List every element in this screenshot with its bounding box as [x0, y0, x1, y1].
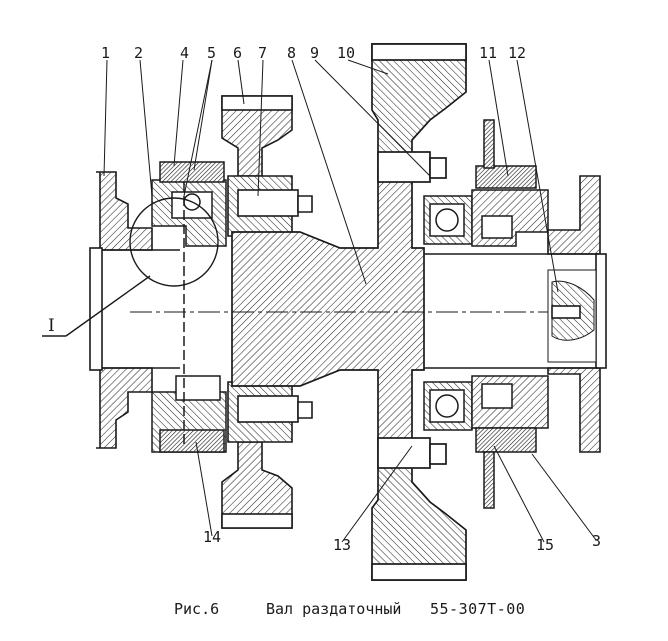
callout-15: 15 [536, 536, 554, 554]
callout-2: 2 [134, 44, 143, 62]
callout-1: 1 [101, 44, 110, 62]
main-shaft [130, 173, 600, 445]
caption-figure-number: Рис.6 [174, 600, 220, 618]
caption-code: 55-307Т-00 [430, 600, 526, 618]
figure-caption: Рис.6 Вал раздаточный 55-307Т-00 [0, 600, 668, 630]
callout-14: 14 [203, 528, 221, 546]
callout-10: 10 [337, 44, 355, 62]
callout-11: 11 [479, 44, 497, 62]
left-flange [89, 171, 180, 449]
callout-7: 7 [258, 44, 267, 62]
right-flange [424, 175, 607, 453]
callout-6: 6 [233, 44, 242, 62]
callout-numbers: 1 2 4 5 6 7 8 9 10 11 12 14 13 15 3 [101, 44, 601, 554]
caption-title: Вал раздаточный [266, 600, 402, 618]
callout-3: 3 [592, 532, 601, 550]
callout-9: 9 [310, 44, 319, 62]
detail-marker: I [48, 316, 55, 336]
left-gear [221, 95, 313, 529]
callout-12: 12 [508, 44, 526, 62]
callout-5: 5 [207, 44, 216, 62]
right-bearing-assembly [423, 119, 549, 509]
callout-4: 4 [180, 44, 189, 62]
leader-lines [103, 59, 597, 543]
detail-circle [42, 197, 219, 337]
callout-8: 8 [287, 44, 296, 62]
left-bearing-housing [151, 161, 227, 453]
callout-13: 13 [333, 536, 351, 554]
